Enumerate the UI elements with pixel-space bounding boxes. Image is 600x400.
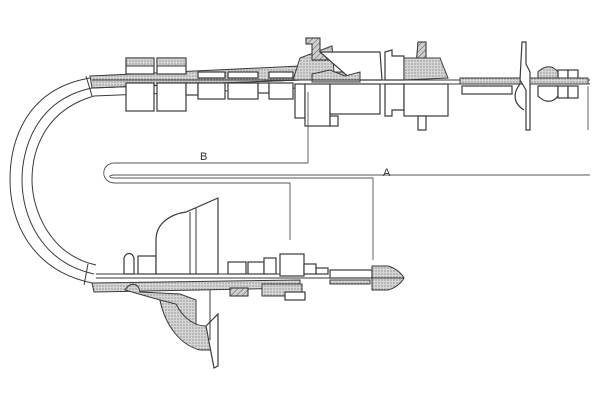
adjuster-housing <box>292 37 449 131</box>
dimension-a: A <box>109 167 590 260</box>
label-a: A <box>383 167 391 179</box>
label-b: B <box>200 151 207 163</box>
outer-cable-bend <box>9 75 97 286</box>
dimension-b: B <box>103 92 309 240</box>
threaded-end <box>459 41 589 131</box>
top-cable-sheath <box>89 57 301 112</box>
bottom-fitting <box>91 197 405 369</box>
